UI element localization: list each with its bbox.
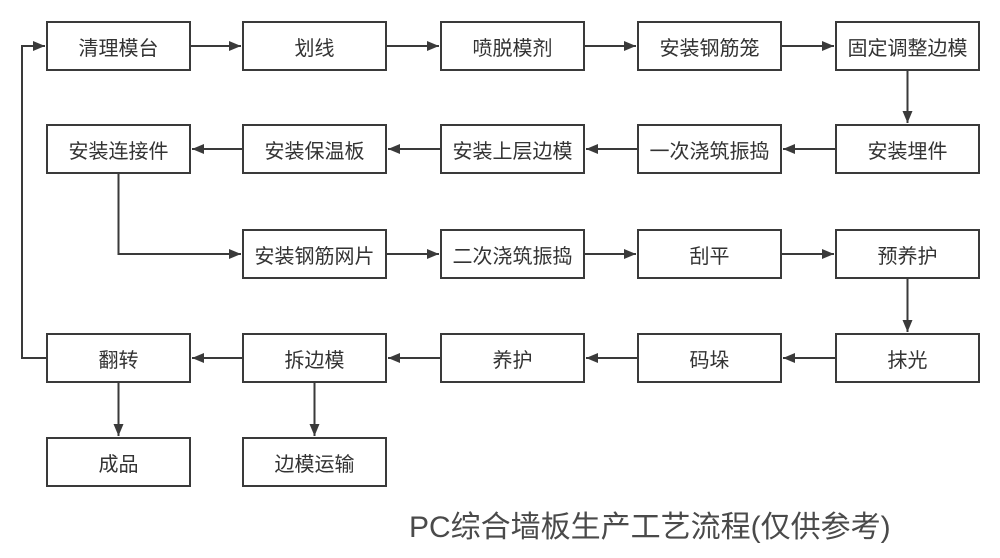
flow-node-curing: 养护: [440, 333, 585, 383]
flow-node-scribe-lines: 划线: [242, 21, 387, 71]
flow-node-install-insulation-board: 安装保温板: [242, 124, 387, 174]
flow-node-install-upper-side-forms: 安装上层边模: [440, 124, 585, 174]
flow-node-fix-adjust-side-forms: 固定调整边模: [835, 21, 980, 71]
flow-node-clean-mold-table: 清理模台: [46, 21, 191, 71]
flow-node-install-connectors: 安装连接件: [46, 124, 191, 174]
flow-node-spray-release-agent: 喷脱模剂: [440, 21, 585, 71]
flow-node-install-embeds: 安装埋件: [835, 124, 980, 174]
flow-node-second-pour-vibrate: 二次浇筑振捣: [440, 229, 585, 279]
flow-node-trowel-finish: 抹光: [835, 333, 980, 383]
flow-node-finished-product: 成品: [46, 437, 191, 487]
flow-node-stacking: 码垛: [637, 333, 782, 383]
flow-node-remove-side-forms: 拆边模: [242, 333, 387, 383]
flow-node-first-pour-vibrate: 一次浇筑振捣: [637, 124, 782, 174]
flow-node-install-rebar-mesh: 安装钢筋网片: [242, 229, 387, 279]
flow-arrow-flip-over-to-clean-mold-table: [21, 41, 46, 359]
diagram-title: PC综合墙板生产工艺流程(仅供参考): [409, 511, 891, 544]
flow-arrow-install-connectors-to-install-rebar-mesh: [117, 174, 241, 259]
flow-node-screed-flat: 刮平: [637, 229, 782, 279]
flow-node-flip-over: 翻转: [46, 333, 191, 383]
flow-node-pre-curing: 预养护: [835, 229, 980, 279]
flow-node-install-rebar-cage: 安装钢筋笼: [637, 21, 782, 71]
flow-node-side-form-transport: 边模运输: [242, 437, 387, 487]
